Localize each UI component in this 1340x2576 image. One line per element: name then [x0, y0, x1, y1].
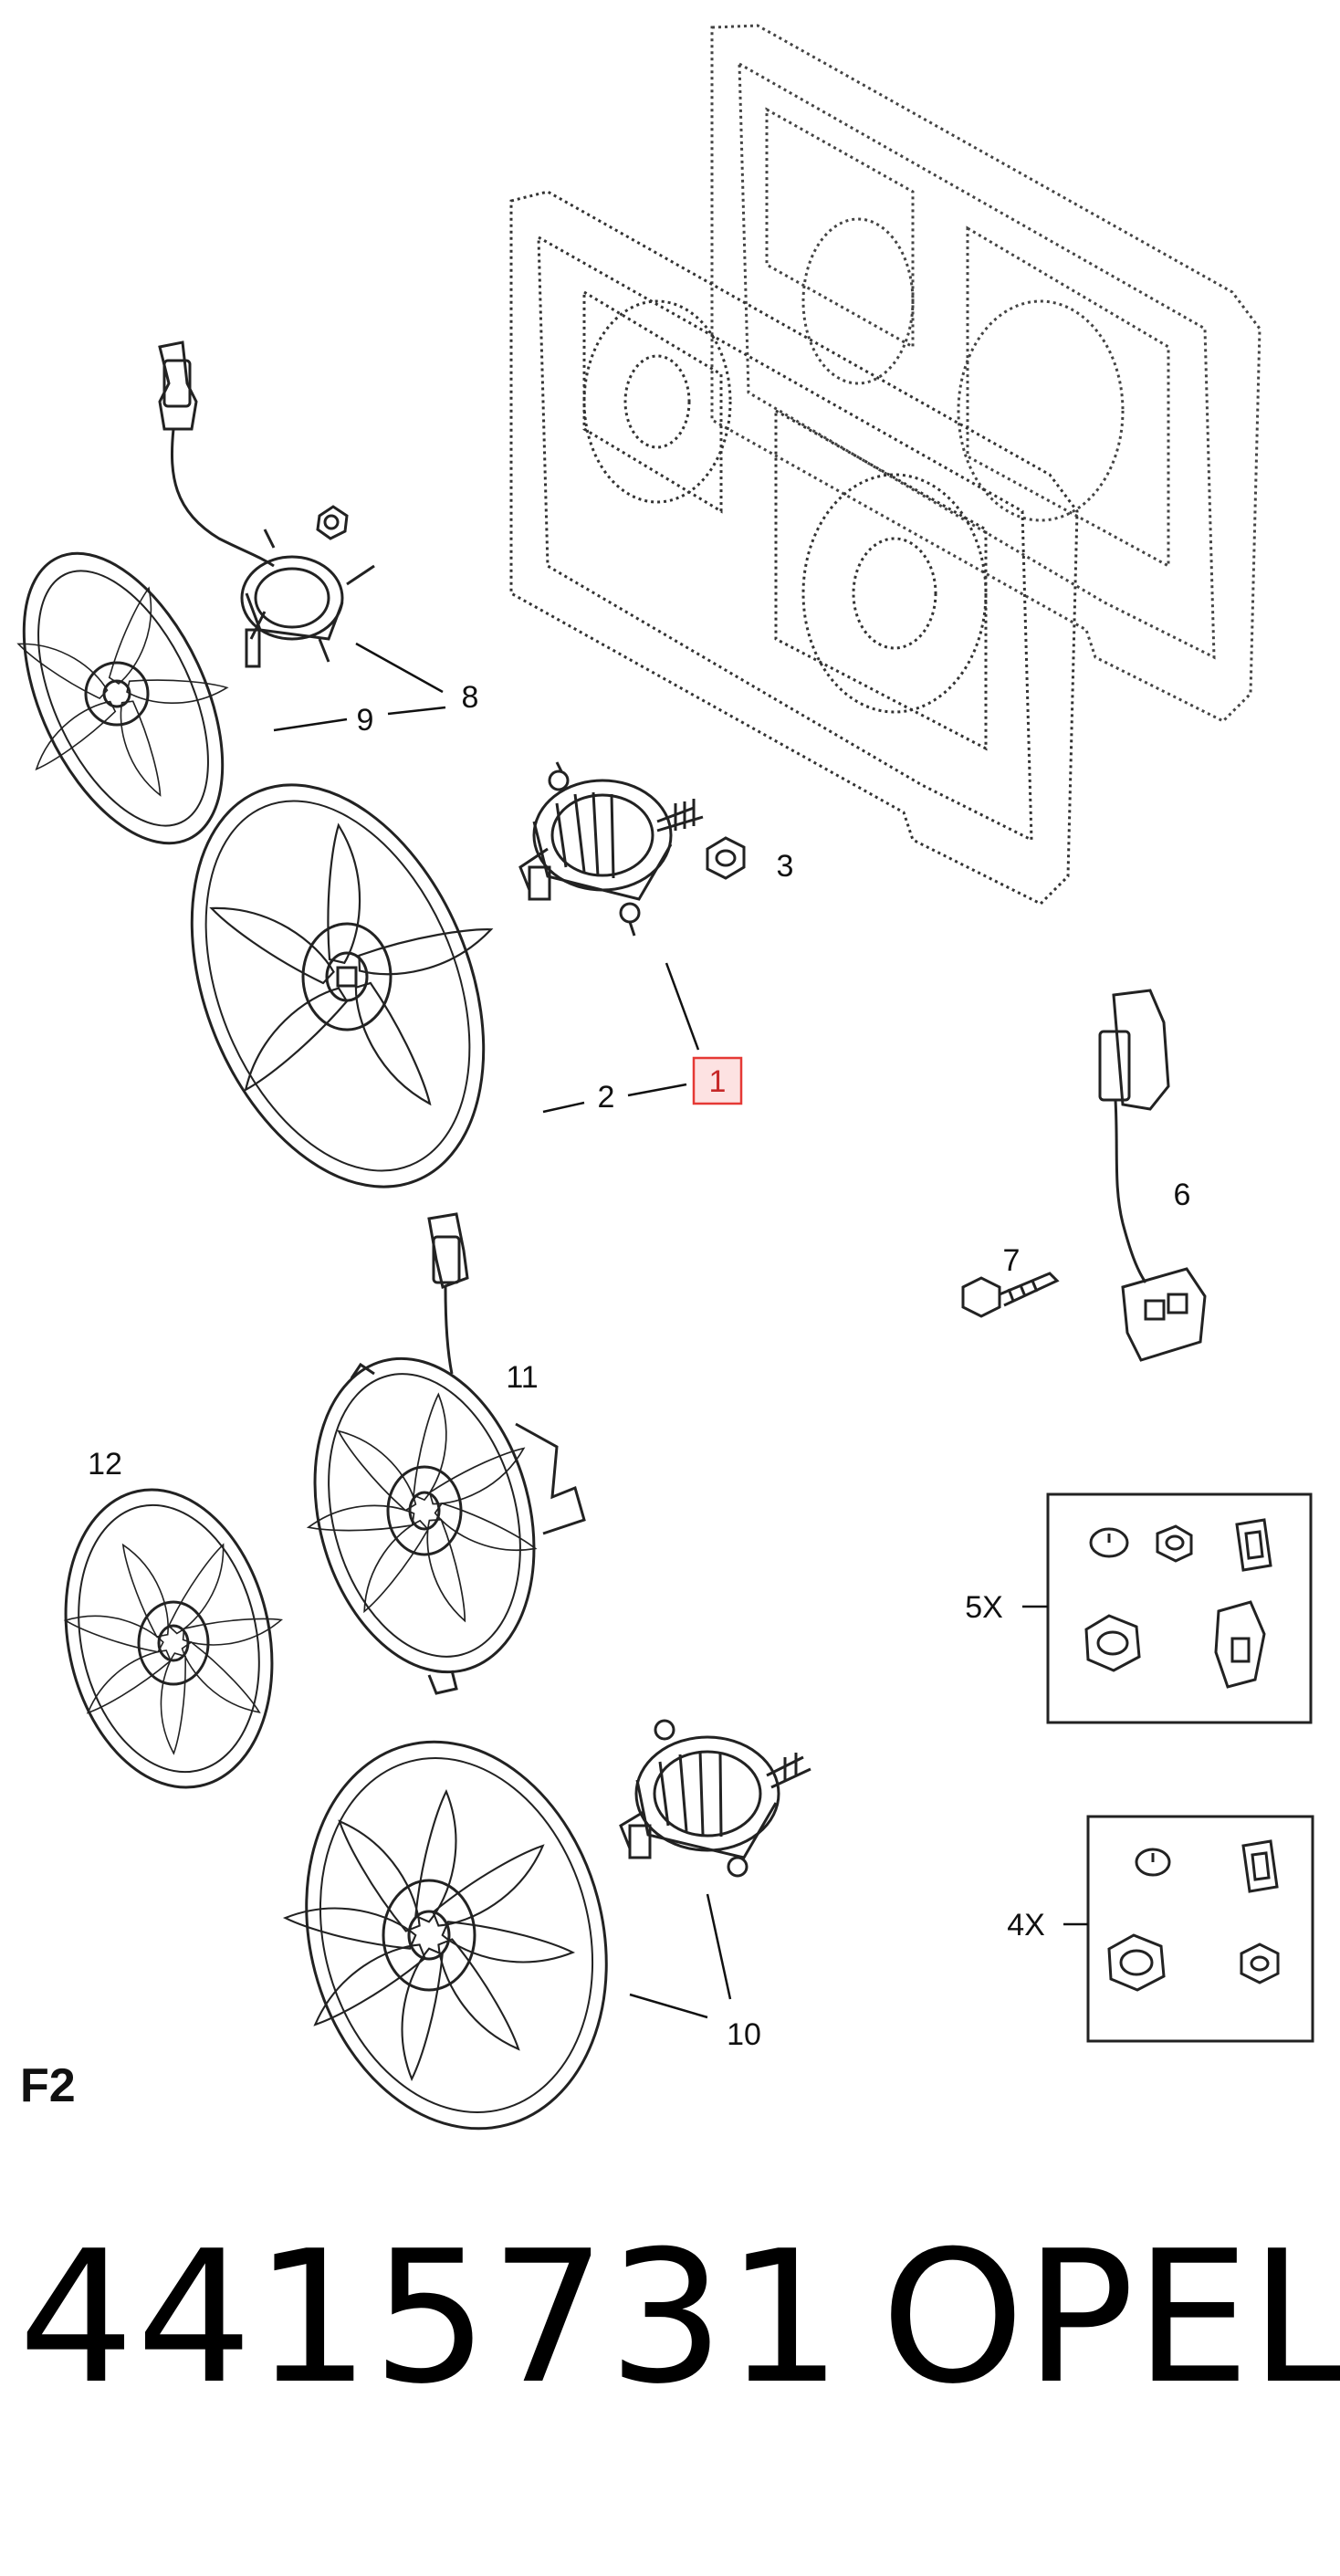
callout-11: 11 — [506, 1360, 538, 1395]
motor-1 — [518, 761, 704, 937]
fan-2 — [190, 783, 497, 1189]
callout-8: 8 — [462, 680, 479, 715]
motor-8 — [158, 340, 375, 668]
radiator-frame-rear — [710, 24, 1261, 723]
callout-6: 6 — [1174, 1178, 1191, 1212]
brand-name: OPEL — [881, 2212, 1340, 2424]
fan-assembly-11 — [305, 1212, 586, 1695]
fan-12 — [62, 1488, 285, 1789]
wiring-harness-6 — [1098, 989, 1207, 1362]
radiator-frame-front — [509, 190, 1079, 906]
callout-9: 9 — [357, 703, 374, 738]
callout-12: 12 — [88, 1447, 122, 1482]
nut-3 — [706, 836, 746, 880]
screw-7 — [961, 1272, 1060, 1318]
callout-1: 1 — [709, 1064, 727, 1099]
callout-3: 3 — [777, 849, 794, 884]
fan-10 — [283, 1740, 608, 2131]
callout-2: 2 — [598, 1080, 615, 1115]
motor-10 — [619, 1719, 811, 1878]
callout-10: 10 — [727, 2017, 761, 2052]
callout-labels: 1 2 3 4X 5X 6 7 8 9 10 11 12 — [88, 680, 1190, 2052]
hardware-kit-5x — [1046, 1492, 1313, 1724]
callout-4x: 4X — [1007, 1908, 1045, 1942]
hardware-kit-4x — [1086, 1815, 1314, 2043]
callout-1-highlight-box — [692, 1056, 743, 1105]
part-number: 4415731 — [18, 2212, 844, 2424]
callout-7: 7 — [1003, 1243, 1021, 1278]
page-code: F2 — [20, 2059, 76, 2112]
fan-9 — [9, 551, 230, 845]
callout-5x: 5X — [965, 1590, 1003, 1625]
leader-lines — [273, 642, 1088, 2019]
